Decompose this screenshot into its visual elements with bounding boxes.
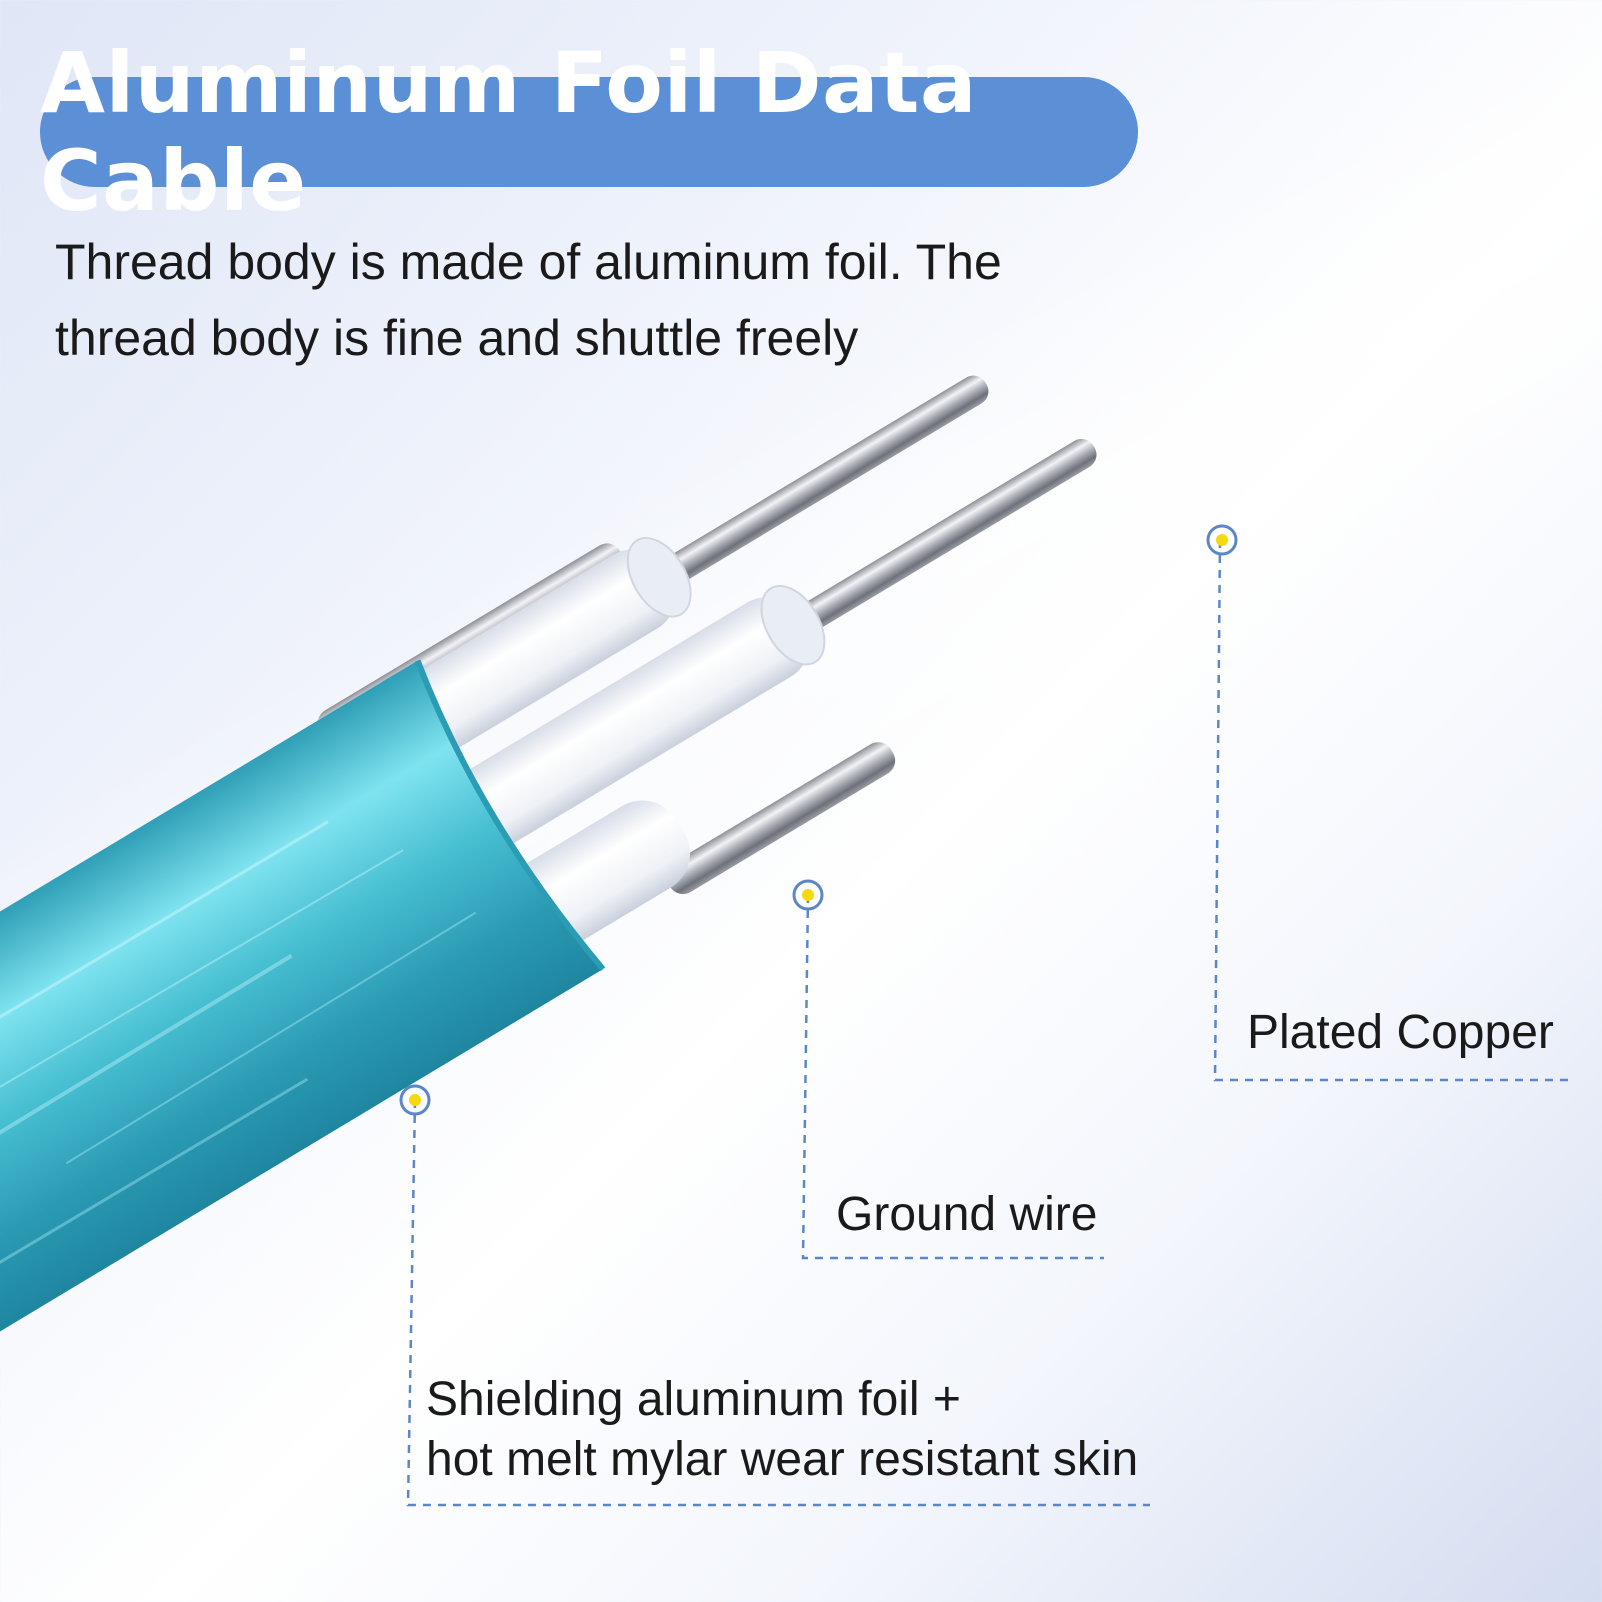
description-line-1: Thread body is made of aluminum foil. Th… xyxy=(55,234,1002,290)
label-ground-wire: Ground wire xyxy=(836,1188,1098,1241)
aluminum-foil-jacket xyxy=(0,660,603,1567)
plated-copper-conductor-lower xyxy=(748,439,1097,661)
insulation-tube-upper-end xyxy=(626,537,692,618)
jacket-edge xyxy=(414,659,606,972)
callout-line-ground-wire xyxy=(801,894,1104,1260)
jacket-texture xyxy=(0,820,477,1362)
title-banner: Aluminum Foil Data Cable xyxy=(40,34,1138,230)
description-line-2: thread body is fine and shuttle freely xyxy=(55,310,859,366)
insulation-tube-lower-end xyxy=(760,584,826,666)
label-shielding-line-2: hot melt mylar wear resistant skin xyxy=(426,1433,1139,1486)
marker-shielding xyxy=(399,1084,431,1116)
callout-line-plated-copper xyxy=(1213,539,1568,1082)
callout-line-shielding xyxy=(406,1099,1150,1507)
page-title: Aluminum Foil Data Cable xyxy=(40,34,978,230)
marker-plated-copper xyxy=(1206,524,1238,556)
label-shielding-line-1: Shielding aluminum foil + xyxy=(426,1373,961,1426)
cable-group xyxy=(0,375,1097,1567)
description-text: Thread body is made of aluminum foil. Th… xyxy=(55,224,1075,376)
label-shielding: Shielding aluminum foil + hot melt mylar… xyxy=(426,1370,1138,1490)
marker-ground-wire xyxy=(792,879,824,911)
label-plated-copper: Plated Copper xyxy=(1247,1006,1554,1059)
ground-wire-lower xyxy=(665,742,896,895)
